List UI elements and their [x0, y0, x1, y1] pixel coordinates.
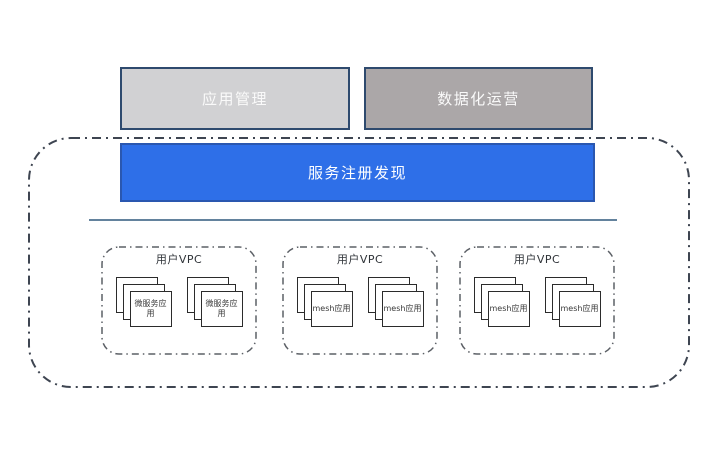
- vpc-1-app-stacks: 微服务应 用 微服务应 用: [102, 277, 256, 327]
- mesh-app-card: mesh应用: [381, 291, 424, 327]
- mesh-app-card: mesh应用: [558, 291, 601, 327]
- data-operation-label: 数据化运营: [437, 90, 520, 108]
- mesh-app-card: mesh应用: [310, 291, 353, 327]
- service-registry-bar: 服务注册发现: [120, 143, 595, 202]
- app-management-label: 应用管理: [201, 90, 268, 108]
- app-stack: 微服务应 用: [115, 277, 172, 327]
- app-stack: mesh应用: [473, 277, 530, 327]
- vpc-3-app-stacks: mesh应用 mesh应用: [460, 277, 614, 327]
- app-stack: mesh应用: [367, 277, 424, 327]
- data-operation-box: 数据化运营: [364, 67, 593, 130]
- vpc-2-app-stacks: mesh应用 mesh应用: [283, 277, 437, 327]
- app-management-box: 应用管理: [120, 67, 350, 130]
- microservice-app-card: 微服务应 用: [129, 291, 172, 327]
- app-stack: 微服务应 用: [186, 277, 243, 327]
- app-stack: mesh应用: [296, 277, 353, 327]
- mesh-app-card: mesh应用: [487, 291, 530, 327]
- vpc-1-label: 用户VPC: [155, 253, 203, 266]
- service-registry-label: 服务注册发现: [307, 164, 407, 182]
- vpc-3-label: 用户VPC: [513, 253, 561, 266]
- microservice-app-card: 微服务应 用: [200, 291, 243, 327]
- app-stack: mesh应用: [544, 277, 601, 327]
- vpc-2-label: 用户VPC: [336, 253, 384, 266]
